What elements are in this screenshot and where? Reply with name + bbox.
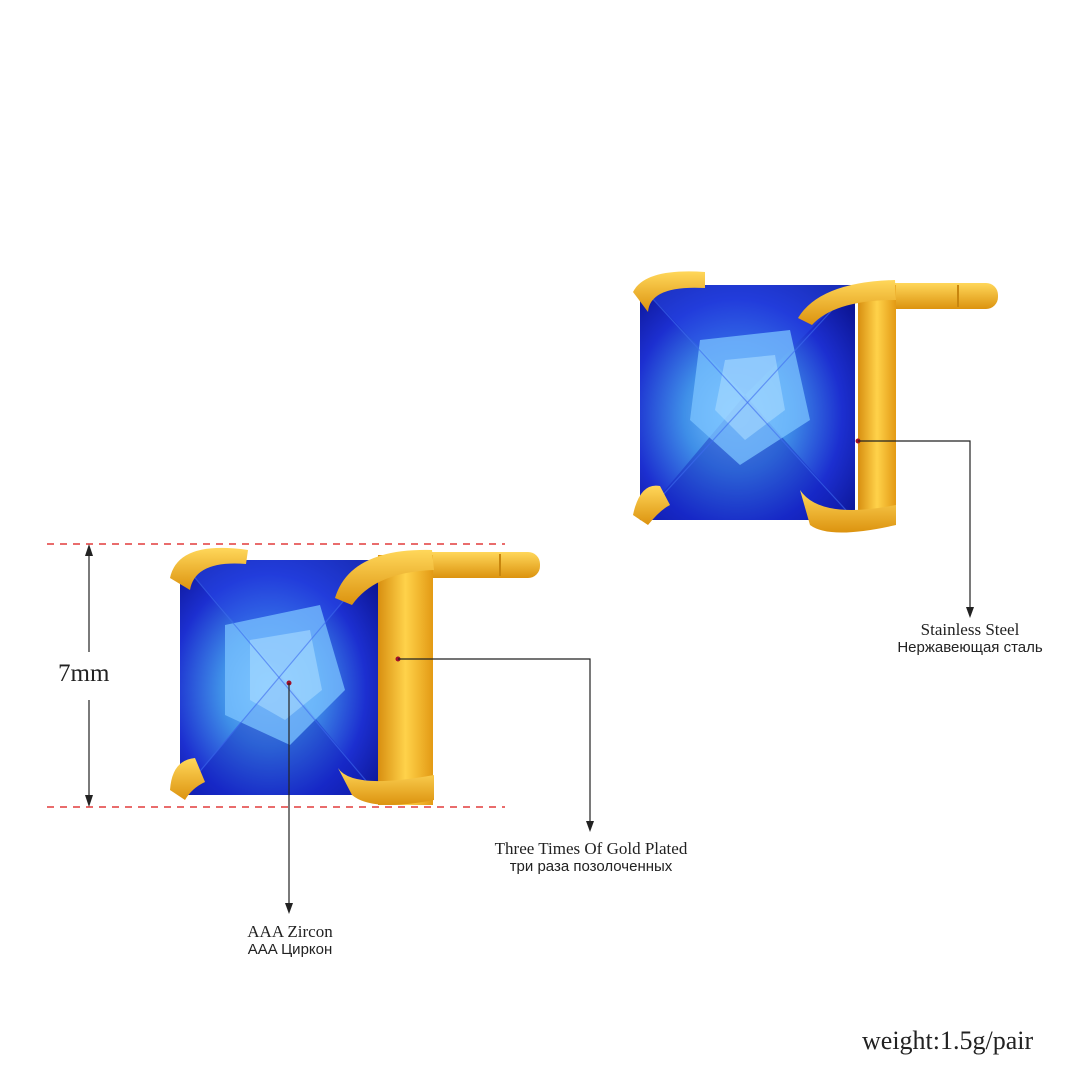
prong (800, 490, 896, 533)
post-pin (418, 552, 540, 578)
plating-label-en: Three Times Of Gold Plated (494, 839, 688, 858)
prong (335, 549, 434, 605)
prong (798, 280, 896, 325)
prong (170, 547, 248, 590)
prong (633, 271, 705, 312)
prong (170, 758, 205, 800)
callout-plating-line (395, 656, 594, 832)
weight-label: weight:1.5g/pair (862, 1026, 1034, 1055)
prong (633, 485, 670, 525)
earring-stud-back (633, 271, 998, 533)
post-pin (880, 283, 998, 309)
callout-plating: Three Times Of Gold Plated три раза позо… (460, 839, 722, 876)
steel-label-en: Stainless Steel (920, 620, 1020, 639)
dimension-label: 7mm (58, 660, 110, 687)
callout-zircon-line (285, 680, 293, 914)
prong (338, 768, 434, 805)
side-frame (858, 285, 896, 525)
zircon-label-en: AAA Zircon (247, 922, 333, 941)
earring-stud-front (170, 547, 540, 805)
side-frame (378, 555, 433, 805)
zircon-label-ru: AAA Циркон (247, 941, 333, 958)
callout-zircon: AAA Zircon AAA Циркон (190, 922, 390, 959)
callout-steel: Stainless Steel Нержавеющая сталь (870, 620, 1070, 657)
dimension-guides (47, 543, 505, 808)
steel-label-ru: Нержавеющая сталь (897, 639, 1043, 656)
plating-label-ru: три раза позолоченных (509, 858, 673, 875)
callout-steel-line (855, 438, 974, 618)
